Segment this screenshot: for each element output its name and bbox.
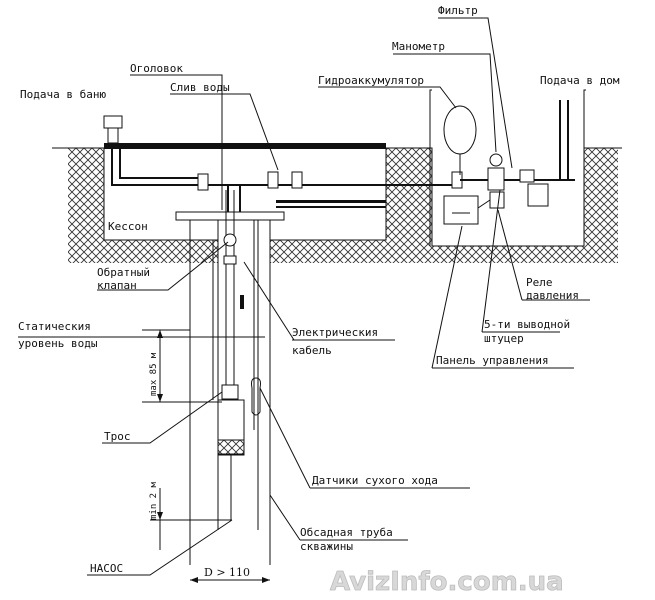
label-fitting-2: штуцер (484, 332, 524, 345)
label-fitting-1: 5-ти выводной (484, 318, 570, 331)
control-panel-icon (443, 195, 479, 225)
label-cable-1: Электрическия (292, 326, 378, 339)
cable-clamp (240, 295, 244, 309)
label-relay-2: давления (526, 289, 579, 302)
label-dim-depth: max 85 м (149, 352, 159, 396)
label-pump: НАСОС (90, 562, 123, 575)
caisson-lid (104, 143, 386, 149)
piping (103, 100, 575, 212)
manometer-icon (489, 153, 503, 167)
filter-icon (527, 183, 549, 207)
leader-lines (18, 17, 590, 576)
bath-valve-icon (103, 115, 123, 129)
watermark: AvizInfo.com.ua (330, 567, 564, 597)
label-dim-pump: min 2 м (149, 481, 159, 520)
label-caisson: Кессон (108, 220, 148, 233)
label-supply-bath: Подача в баню (20, 88, 106, 101)
label-supply-house: Подача в дом (540, 74, 620, 87)
well-casing (175, 211, 285, 565)
label-accumulator: Гидроаккумулятор (318, 74, 424, 87)
accumulator-icon (443, 105, 477, 155)
label-static-level-1: Статическия (18, 320, 91, 333)
label-static-level-2: уровень воды (18, 337, 98, 350)
label-relay-1: Реле (526, 276, 553, 289)
equipment (429, 89, 586, 246)
label-casing-1: Обсадная труба (300, 526, 393, 539)
label-casing-2: скважины (300, 540, 353, 553)
label-check-valve-1: Обратный (97, 266, 150, 279)
label-head: Оголовок (130, 62, 183, 75)
label-drain: Слив воды (170, 81, 230, 94)
label-check-valve-2: клапан (97, 279, 137, 292)
label-diameter: D > 110 (204, 566, 250, 579)
label-dry-run: Датчики сухого хода (312, 474, 438, 487)
pressure-relay-icon (489, 191, 505, 209)
label-control-panel: Панель управления (436, 354, 549, 367)
dry-run-sensor-icon (251, 377, 261, 416)
riser-and-pump (212, 190, 261, 520)
well-head-flange (175, 211, 285, 221)
dimensions (142, 329, 270, 583)
label-cable-2: кабель (292, 344, 332, 357)
label-manometer: Манометр (392, 40, 445, 53)
label-rope: Трос (104, 430, 131, 443)
label-filter: Фильтр (438, 4, 478, 17)
